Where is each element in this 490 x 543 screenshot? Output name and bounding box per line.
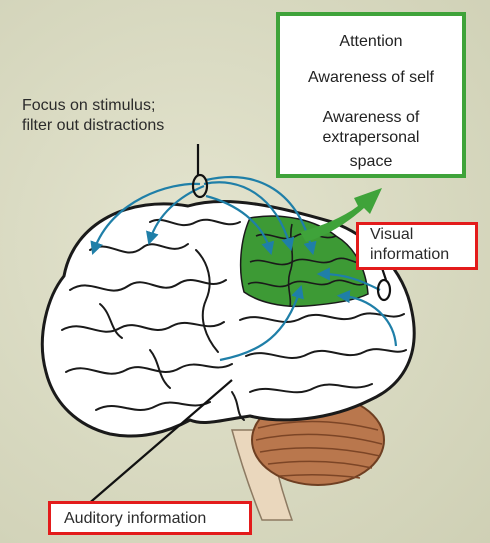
awareness-space-line3: space (349, 153, 393, 170)
pathway-arrow-8 (205, 194, 275, 256)
pathway-arrow-6 (336, 289, 398, 347)
output-arrow-icon (300, 188, 382, 242)
visual-label-line2: information (370, 246, 450, 263)
pathway-arrow-7 (219, 284, 304, 362)
pathway-arrow-4 (205, 176, 317, 256)
focus-stimulus-label: Focus on stimulus; filter out distractio… (22, 96, 242, 136)
pathway-arrows (90, 176, 398, 362)
pathway-arrow-3 (203, 181, 295, 252)
visual-info-highlight (356, 222, 478, 270)
pathway-arrow-5 (316, 267, 381, 291)
auditory-info-highlight (48, 501, 252, 535)
awareness-space-line2: extrapersonal (322, 129, 420, 146)
focus-label-line1: Focus on stimulus; (22, 97, 156, 114)
visual-info-label: Visual information (370, 225, 449, 265)
focus-label-line2: filter out distractions (22, 117, 165, 134)
attention-functions-box: Attention Awareness of self Awareness of… (276, 12, 466, 178)
pathway-arrow-1 (90, 182, 201, 255)
pathway-arrow-2 (146, 184, 205, 246)
visual-label-line1: Visual (370, 226, 414, 243)
awareness-self-text: Awareness of self (308, 69, 434, 86)
attention-text: Attention (339, 33, 403, 50)
awareness-space-line1: Awareness of (322, 109, 420, 126)
auditory-info-label: Auditory information (64, 510, 207, 527)
